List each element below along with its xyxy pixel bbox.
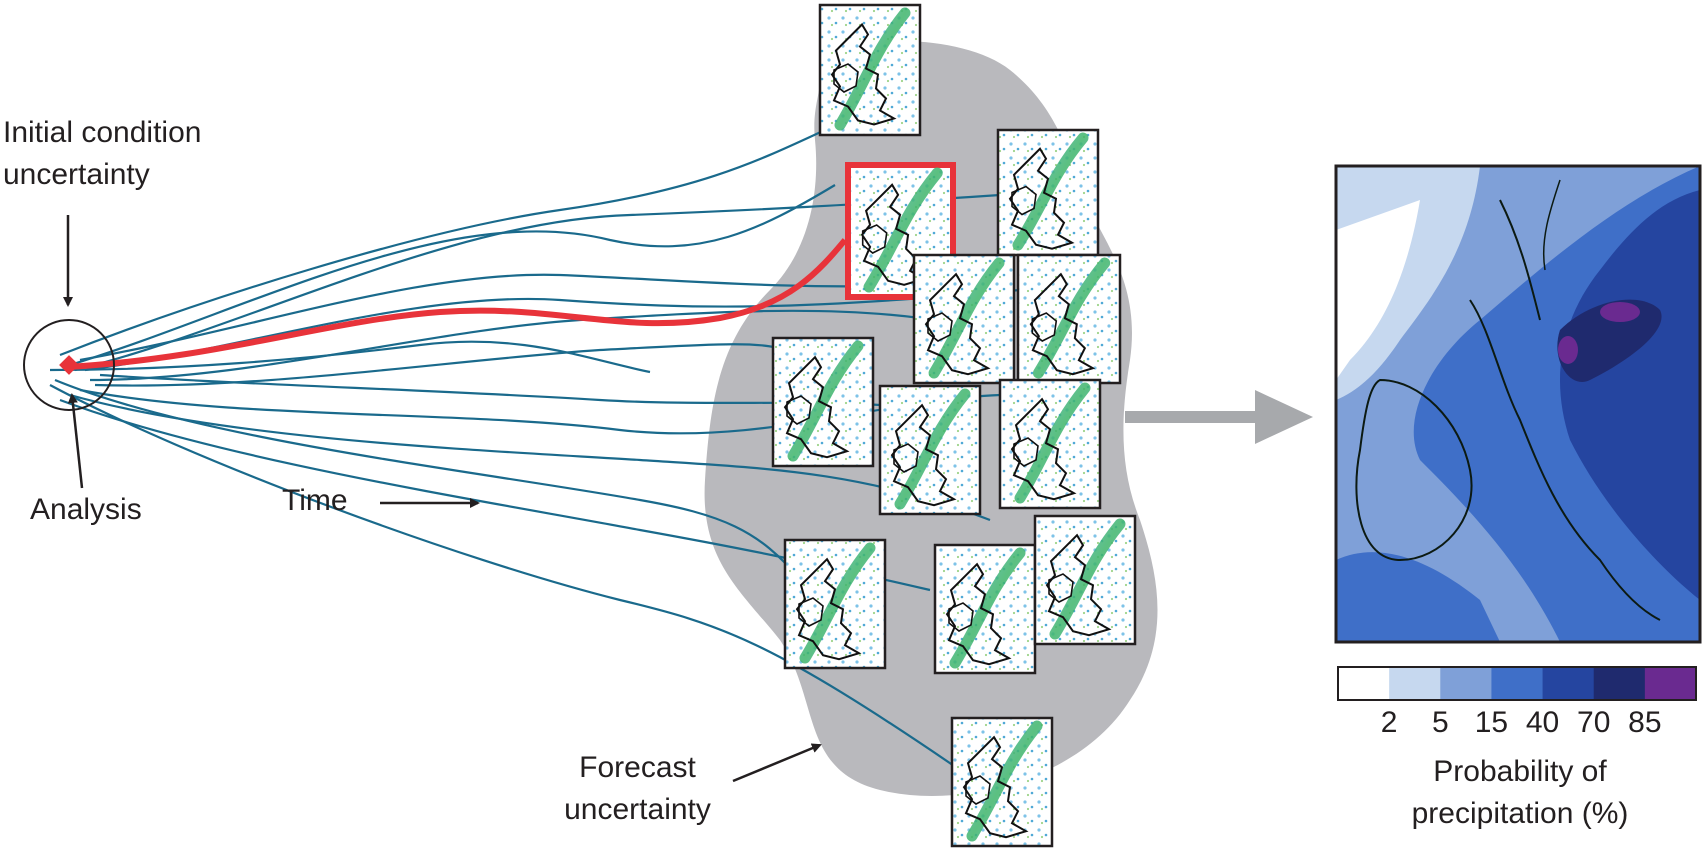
colorbar (1337, 666, 1697, 701)
ensemble-member-map (1033, 514, 1137, 646)
colorbar-tick-label: 5 (1431, 706, 1449, 739)
colorbar-swatch (1440, 667, 1492, 700)
ensemble-member-maps (771, 3, 1137, 848)
analysis-arrow (67, 393, 84, 489)
forecast-uncertainty-label-line1: Forecast (579, 751, 696, 784)
probability-label-line1: Probability of (1433, 755, 1607, 788)
colorbar-tick-label: 85 (1628, 706, 1662, 739)
colorbar-swatch (1644, 667, 1697, 700)
ensemble-member-map (783, 538, 887, 670)
initial-condition-label-line2: uncertainty (3, 158, 150, 191)
probability-map (1334, 164, 1702, 644)
ensemble-member-map (878, 384, 982, 516)
ensemble-member-map (771, 336, 875, 468)
ensemble-member-map (998, 378, 1102, 510)
initial-condition-circle (23, 319, 115, 411)
colorbar-swatch (1338, 667, 1390, 700)
ensemble-member-map (1016, 253, 1122, 385)
analysis-label: Analysis (30, 493, 142, 526)
ensemble-member-map (933, 543, 1037, 675)
probability-label-line2: precipitation (%) (1411, 797, 1629, 830)
colorbar-swatch (1491, 667, 1544, 700)
colorbar-swatch (1542, 667, 1595, 700)
colorbar-tick-label: 70 (1577, 706, 1611, 739)
colorbar-frame (1337, 666, 1697, 701)
colorbar-swatch (1593, 667, 1646, 700)
analysis-trajectory (67, 238, 848, 370)
colorbar-swatch (1389, 667, 1441, 700)
initial-condition-label-line1: Initial condition (3, 116, 202, 149)
forecast-uncertainty-label-line2: uncertainty (564, 793, 711, 826)
colorbar-tick-label: 15 (1474, 706, 1509, 739)
ensemble-member-map (912, 253, 1016, 385)
grey-arrow (1125, 390, 1313, 444)
ensemble-member-map (950, 716, 1054, 848)
forecast-arrow (732, 743, 822, 783)
colorbar-tick-label: 2 (1380, 706, 1398, 739)
ensemble-member-map (818, 3, 922, 137)
time-label: Time (282, 484, 348, 517)
colorbar-tick-label: 40 (1525, 706, 1560, 739)
ensemble-member-map (996, 128, 1100, 257)
analysis-diamond (59, 355, 79, 375)
